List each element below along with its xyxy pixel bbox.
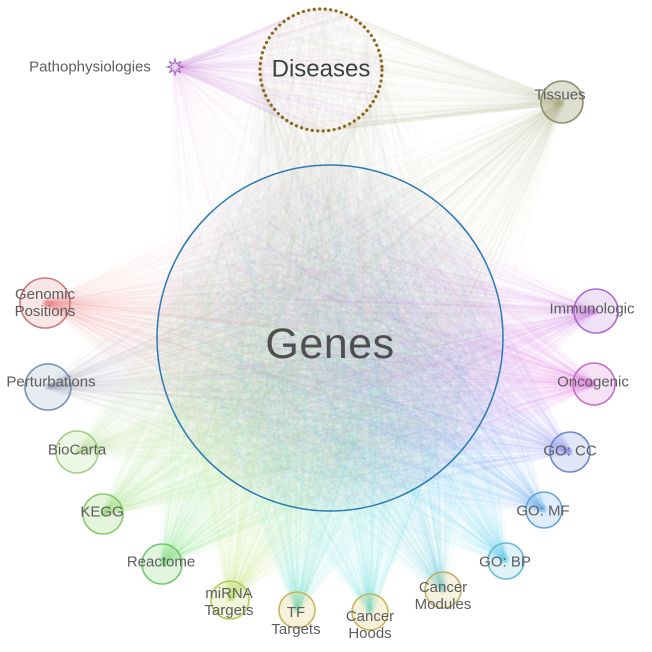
node-oncogenic[interactable] bbox=[572, 362, 616, 406]
node-kegg[interactable] bbox=[82, 493, 124, 535]
node-immunologic[interactable] bbox=[573, 288, 619, 334]
node-cancer-hoods[interactable] bbox=[351, 593, 389, 631]
node-biocarta[interactable] bbox=[55, 430, 99, 474]
node-mirna-targets[interactable] bbox=[210, 580, 250, 620]
node-genes[interactable] bbox=[156, 164, 504, 512]
node-diseases[interactable] bbox=[258, 7, 384, 133]
node-tf-targets[interactable] bbox=[278, 591, 316, 629]
node-go-mf[interactable] bbox=[525, 491, 563, 529]
node-cancer-modules[interactable] bbox=[424, 571, 462, 609]
node-genomic-positions[interactable] bbox=[19, 277, 71, 329]
node-go-bp[interactable] bbox=[487, 542, 525, 580]
node-pathophysiologies[interactable] bbox=[165, 57, 185, 77]
node-tissues[interactable] bbox=[540, 80, 584, 124]
node-perturbations[interactable] bbox=[24, 363, 72, 411]
node-go-cc[interactable] bbox=[549, 431, 591, 473]
node-reactome[interactable] bbox=[141, 543, 183, 585]
